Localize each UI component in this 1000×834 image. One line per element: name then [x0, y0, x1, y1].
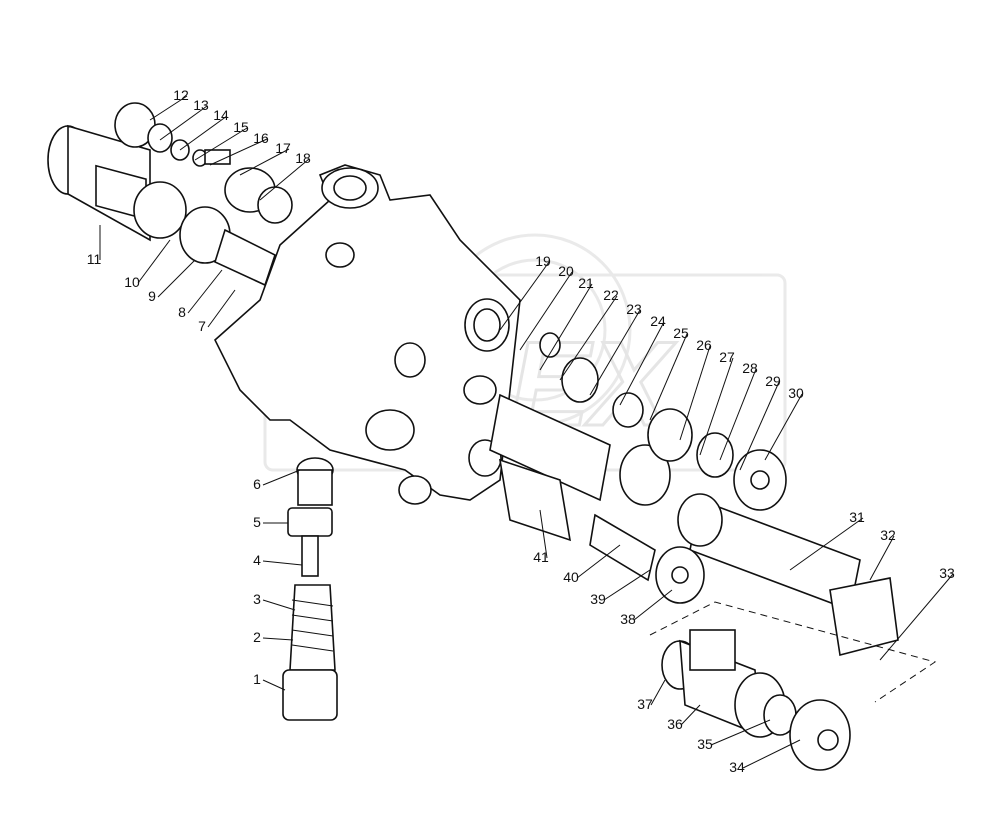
callout-13: 13: [193, 97, 209, 113]
leader-line-25: [649, 333, 688, 421]
leader-line-17: [239, 148, 290, 176]
leader-line-30: [764, 393, 803, 461]
leader-line-2: [262, 637, 294, 641]
callout-15: 15: [233, 119, 249, 135]
leader-line-35: [710, 719, 771, 746]
callout-4: 4: [253, 552, 261, 568]
spool-assembly: [489, 332, 899, 656]
leader-line-29: [739, 381, 780, 471]
leader-line-34: [742, 739, 801, 769]
callout-3: 3: [253, 591, 261, 607]
valve-body: [214, 164, 521, 505]
leader-line-1: [262, 679, 286, 691]
callout-8: 8: [178, 304, 186, 320]
callout-25: 25: [673, 325, 689, 341]
leader-line-14: [179, 115, 228, 151]
leader-line-18: [259, 158, 310, 201]
callout-41: 41: [533, 549, 549, 565]
leader-line-28: [719, 368, 757, 461]
callout-9: 9: [148, 288, 156, 304]
callout-36: 36: [667, 716, 683, 732]
leader-line-36: [680, 704, 701, 726]
callout-5: 5: [253, 514, 261, 530]
callout-18: 18: [295, 150, 311, 166]
callout-35: 35: [697, 736, 713, 752]
leader-line-41: [539, 509, 548, 559]
callout-6: 6: [253, 476, 261, 492]
leader-line-10: [137, 239, 171, 284]
leader-line-4: [262, 560, 303, 566]
callout-2: 2: [253, 629, 261, 645]
leader-line-22: [559, 295, 618, 381]
solenoid-lower: [649, 601, 937, 771]
leader-line-39: [603, 569, 651, 601]
leader-line-19: [499, 261, 550, 331]
leader-line-24: [619, 321, 665, 406]
callout-22: 22: [603, 287, 619, 303]
leader-line-8: [187, 269, 223, 314]
leader-line-32: [869, 535, 895, 581]
leader-line-9: [157, 259, 196, 298]
leader-line-20: [519, 271, 573, 351]
callout-21: 21: [578, 275, 594, 291]
callout-31: 31: [849, 509, 865, 525]
callout-27: 27: [719, 349, 735, 365]
leader-line-31: [789, 517, 864, 571]
callout-19: 19: [535, 253, 551, 269]
callout-10: 10: [124, 274, 140, 290]
relief-valve-stack: [282, 457, 338, 721]
callout-38: 38: [620, 611, 636, 627]
callout-12: 12: [173, 87, 189, 103]
callout-37: 37: [637, 696, 653, 712]
callout-28: 28: [742, 360, 758, 376]
callout-23: 23: [626, 301, 642, 317]
callout-11: 11: [87, 251, 102, 267]
leader-line-12: [149, 95, 188, 121]
callout-32: 32: [880, 527, 896, 543]
leader-line-16: [209, 138, 268, 166]
leader-line-21: [539, 283, 593, 371]
leader-line-26: [679, 345, 711, 441]
solenoid-upper: [47, 102, 293, 287]
callout-33: 33: [939, 565, 955, 581]
leader-line-27: [699, 357, 734, 456]
callout-17: 17: [275, 140, 291, 156]
leader-line-38: [633, 589, 673, 621]
leader-line-37: [650, 679, 666, 706]
leader-lines: [99, 95, 954, 769]
leader-line-40: [576, 544, 621, 579]
callout-30: 30: [788, 385, 804, 401]
leader-line-13: [159, 105, 208, 141]
callout-40: 40: [563, 569, 579, 585]
leader-line-3: [262, 599, 296, 611]
leader-line-15: [194, 127, 248, 161]
part-callouts: 1234567891011121314151617181920212223242…: [87, 87, 955, 775]
callout-39: 39: [590, 591, 606, 607]
callout-26: 26: [696, 337, 712, 353]
callout-7: 7: [198, 318, 206, 334]
leader-line-7: [207, 289, 236, 328]
leader-line-6: [262, 469, 301, 486]
callout-1: 1: [253, 671, 261, 687]
callout-20: 20: [558, 263, 574, 279]
callout-24: 24: [650, 313, 666, 329]
leader-line-23: [589, 309, 641, 396]
callout-34: 34: [729, 759, 745, 775]
leader-line-33: [879, 573, 954, 661]
callout-29: 29: [765, 373, 781, 389]
callout-16: 16: [253, 130, 269, 146]
callout-14: 14: [213, 107, 229, 123]
